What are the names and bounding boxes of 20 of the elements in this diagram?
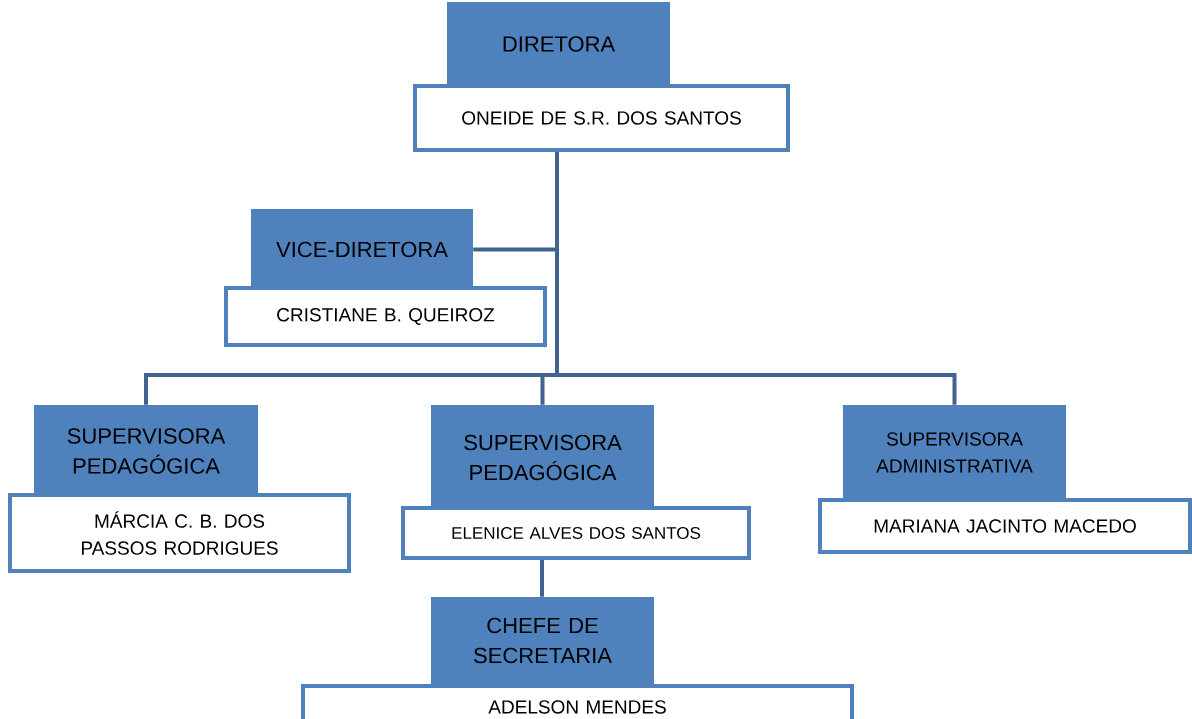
- name-box: ELENICE ALVES DOS SANTOS: [401, 506, 751, 560]
- title-box: SUPERVISORA ADMINISTRATIVA: [843, 405, 1066, 500]
- node-label: SUPERVISORA PEDAGÓGICA: [67, 428, 226, 474]
- title-box: SUPERVISORA PEDAGÓGICA: [431, 405, 654, 510]
- title-box: CHEFE DE SECRETARIA: [431, 597, 654, 684]
- node-label: VICE-DIRETORA: [276, 241, 448, 258]
- node-label: SUPERVISORA PEDAGÓGICA: [464, 434, 622, 481]
- connector-line: [555, 152, 957, 405]
- name-box: MARIANA JACINTO MACEDO: [818, 498, 1192, 554]
- node-label: CHEFE DE SECRETARIA: [474, 617, 612, 664]
- title-box: VICE-DIRETORA: [251, 209, 473, 290]
- name-box: ADELSON MENDES: [301, 684, 854, 719]
- name-box: MÁRCIA C. B. DOS PASSOS RODRIGUES: [8, 493, 351, 573]
- node-label: DIRETORA: [503, 36, 616, 52]
- node-label: SUPERVISORA ADMINISTRATIVA: [876, 432, 1033, 473]
- name-box: CRISTIANE B. QUEIROZ: [224, 286, 547, 347]
- connector-line: [540, 560, 544, 597]
- title-box: SUPERVISORA PEDAGÓGICA: [34, 405, 258, 497]
- title-box: DIRETORA: [447, 2, 670, 86]
- name-box: ONEIDE DE S.R. DOS SANTOS: [413, 84, 790, 152]
